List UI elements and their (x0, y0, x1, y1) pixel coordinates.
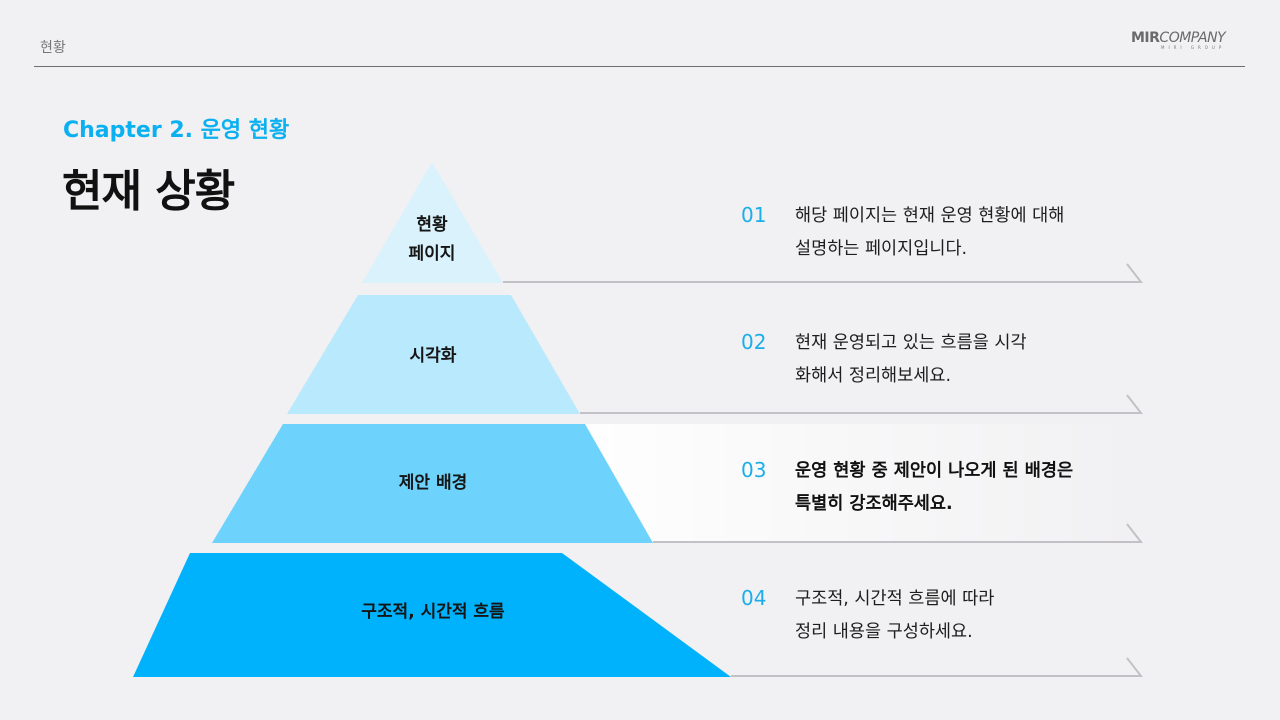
pyramid-layer-4 (133, 553, 731, 677)
logo-wordmark: MIRCOMPANY (1131, 30, 1226, 46)
pyramid-layer-3 (212, 424, 653, 543)
rule-1 (503, 263, 1144, 283)
chapter-heading: Chapter 2. 운영 현황 (63, 118, 290, 143)
pyramid-label-4: 구조적, 시간적 흐름 (361, 602, 505, 622)
item-number: 01 (741, 203, 767, 227)
rule-4 (731, 657, 1144, 677)
pyramid-label-1: 현황 페이지 (408, 215, 456, 264)
item-text: 해당 페이지는 현재 운영 현황에 대해 설명하는 페이지입니다. (795, 206, 1065, 259)
item-text-emphasized: 운영 현황 중 제안이 나오게 된 배경은 특별히 강조해주세요. (795, 461, 1074, 514)
item-number: 03 (741, 458, 767, 482)
section-label: 현황 (40, 40, 66, 56)
item-number: 02 (741, 330, 767, 354)
header-divider (34, 66, 1245, 67)
logo-subtitle: MIRI GROUP (1161, 45, 1226, 50)
company-logo: MIRCOMPANY MIRI GROUP (1131, 30, 1241, 62)
highlight-band (585, 424, 1140, 542)
page-title: 현재 상황 (62, 166, 235, 217)
pyramid-label-2: 시각화 (409, 346, 457, 366)
pyramid-layer-2 (287, 295, 580, 414)
pyramid-layer-1 (362, 162, 503, 283)
pyramid-label-3: 제안 배경 (398, 473, 468, 493)
rule-3 (653, 523, 1144, 543)
item-number: 04 (741, 586, 767, 610)
item-text: 현재 운영되고 있는 흐름을 시각 화해서 정리해보세요. (795, 333, 1027, 386)
item-text: 구조적, 시간적 흐름에 따라 정리 내용을 구성하세요. (795, 589, 995, 642)
row-rules (503, 263, 1144, 677)
rule-2 (580, 394, 1144, 414)
